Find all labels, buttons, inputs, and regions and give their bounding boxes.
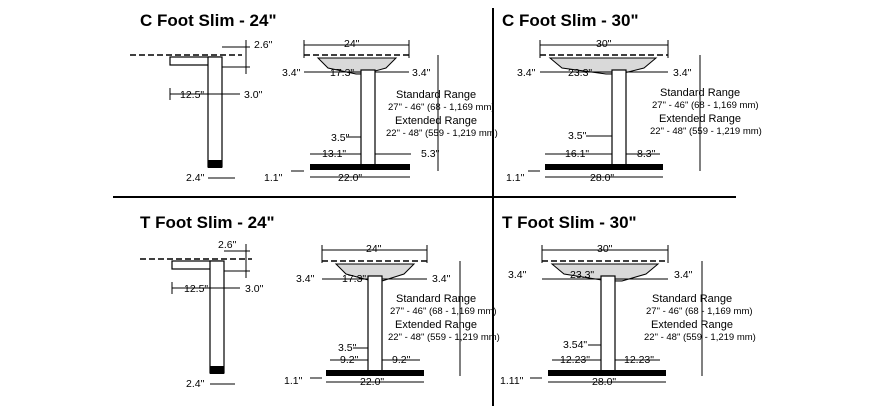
height-ranges: Standard Range 27" - 46" (68 - 1,169 mm)… xyxy=(386,89,498,139)
leg-width-label: 3.0" xyxy=(244,89,263,101)
depth-label: 12.5" xyxy=(184,283,208,295)
extended-range-title: Extended Range xyxy=(651,319,733,331)
top-thickness-label: 2.6" xyxy=(218,239,237,251)
depth-label: 12.5" xyxy=(180,89,204,101)
base-label: 22.0" xyxy=(360,376,384,388)
right-foot-label: 9.2" xyxy=(392,354,411,366)
glide-label: 1.1" xyxy=(506,172,525,184)
glide-label: 1.1" xyxy=(264,172,283,184)
standard-range-value: 27" - 46" (68 - 1,169 mm) xyxy=(390,306,497,317)
height-ranges: Standard Range 27" - 46" (68 - 1,169 mm)… xyxy=(644,293,756,343)
extended-range-title: Extended Range xyxy=(659,113,741,125)
left-foot-label: 9.2" xyxy=(340,354,359,366)
left-overhang-label: 3.4" xyxy=(296,273,315,285)
panel-t-foot-30: T Foot Slim - 30" 30" 3.4" 23.3" 3.4" 3.… xyxy=(500,213,756,388)
panel-t-foot-24: T Foot Slim - 24" 2.6" 2.6" 12.5" 3.0" 2… xyxy=(140,213,500,390)
left-overhang-label: 3.4" xyxy=(517,67,536,79)
right-foot-label: 12.23" xyxy=(624,354,654,366)
extended-range-value: 22" - 48" (559 - 1,219 mm) xyxy=(386,128,498,139)
right-foot-label: 5.3" xyxy=(421,148,440,160)
front-view: 24" 3.4" 17.3" 3.4" 3.5" 13.1" 5.3" 1.1"… xyxy=(264,38,440,184)
base-label: 22.0" xyxy=(338,172,362,184)
panel-title: T Foot Slim - 30" xyxy=(502,213,637,232)
left-overhang-label: 3.4" xyxy=(282,67,301,79)
standard-range-title: Standard Range xyxy=(652,293,732,305)
left-foot-label: 13.1" xyxy=(322,148,346,160)
post-label: 3.5" xyxy=(338,342,357,354)
standard-range-value: 27" - 46" (68 - 1,169 mm) xyxy=(388,102,495,113)
left-overhang-label: 3.4" xyxy=(508,269,527,281)
bracket-label: 23.3" xyxy=(568,67,592,79)
base-label: 28.0" xyxy=(592,376,616,388)
standard-range-title: Standard Range xyxy=(396,89,476,101)
height-ranges: Standard Range 27" - 46" (68 - 1,169 mm)… xyxy=(388,293,500,343)
extended-range-value: 22" - 48" (559 - 1,219 mm) xyxy=(650,126,762,137)
bracket-label: 17.3" xyxy=(330,67,354,79)
post-label: 3.5" xyxy=(568,130,587,142)
extended-range-title: Extended Range xyxy=(395,319,477,331)
top-thickness-label: 2.6" xyxy=(254,39,273,51)
bracket-label: 23.3" xyxy=(570,269,594,281)
left-foot-label: 16.1" xyxy=(565,148,589,160)
front-view: 24" 3.4" 17.3" 3.4" 3.5" 9.2" 9.2" 1.1" … xyxy=(284,243,461,388)
bracket-label: 17.3" xyxy=(342,273,366,285)
panel-title: T Foot Slim - 24" xyxy=(140,213,275,232)
standard-range-value: 27" - 46" (68 - 1,169 mm) xyxy=(652,100,759,111)
glide-label: 1.11" xyxy=(500,375,524,387)
right-overhang-label: 3.4" xyxy=(432,273,451,285)
side-view: 2.6" 12.5" 3.0" 2.4" xyxy=(130,39,273,184)
panel-c-foot-30: C Foot Slim - 30" 30" 3.4" 23.3" 3.4" 3.… xyxy=(502,11,762,184)
standard-range-title: Standard Range xyxy=(396,293,476,305)
post-label: 3.5" xyxy=(331,132,350,144)
standard-range-title: Standard Range xyxy=(660,87,740,99)
front-view: 30" 3.4" 23.3" 3.4" 3.54" 12.23" 12.23" … xyxy=(500,243,703,388)
standard-range-value: 27" - 46" (68 - 1,169 mm) xyxy=(646,306,753,317)
panel-title: C Foot Slim - 24" xyxy=(140,11,277,30)
front-view: 30" 3.4" 23.3" 3.4" 3.5" 16.1" 8.3" 1.1"… xyxy=(506,38,701,184)
width-label: 30" xyxy=(596,38,612,50)
right-overhang-label: 3.4" xyxy=(412,67,431,79)
height-ranges: Standard Range 27" - 46" (68 - 1,169 mm)… xyxy=(650,87,762,137)
panel-c-foot-24: C Foot Slim - 24" 2.6" 12.5" 3.0" 2.4" 2… xyxy=(130,11,498,184)
glide-label: 1.1" xyxy=(284,375,303,387)
width-label: 24" xyxy=(344,38,360,50)
foot-label: 2.4" xyxy=(186,378,205,390)
right-foot-label: 8.3" xyxy=(637,148,656,160)
side-view: 2.6" 2.6" 12.5" 3.0" 2.4" xyxy=(140,239,264,390)
panel-title: C Foot Slim - 30" xyxy=(502,11,639,30)
right-overhang-label: 3.4" xyxy=(674,269,693,281)
post-label: 3.54" xyxy=(563,339,587,351)
width-label: 30" xyxy=(597,243,613,255)
extended-range-value: 22" - 48" (559 - 1,219 mm) xyxy=(644,332,756,343)
extended-range-value: 22" - 48" (559 - 1,219 mm) xyxy=(388,332,500,343)
leg-width-label: 3.0" xyxy=(245,283,264,295)
base-label: 28.0" xyxy=(590,172,614,184)
right-overhang-label: 3.4" xyxy=(673,67,692,79)
foot-label: 2.4" xyxy=(186,172,205,184)
width-label: 24" xyxy=(366,243,382,255)
left-foot-label: 12.23" xyxy=(560,354,590,366)
extended-range-title: Extended Range xyxy=(395,115,477,127)
